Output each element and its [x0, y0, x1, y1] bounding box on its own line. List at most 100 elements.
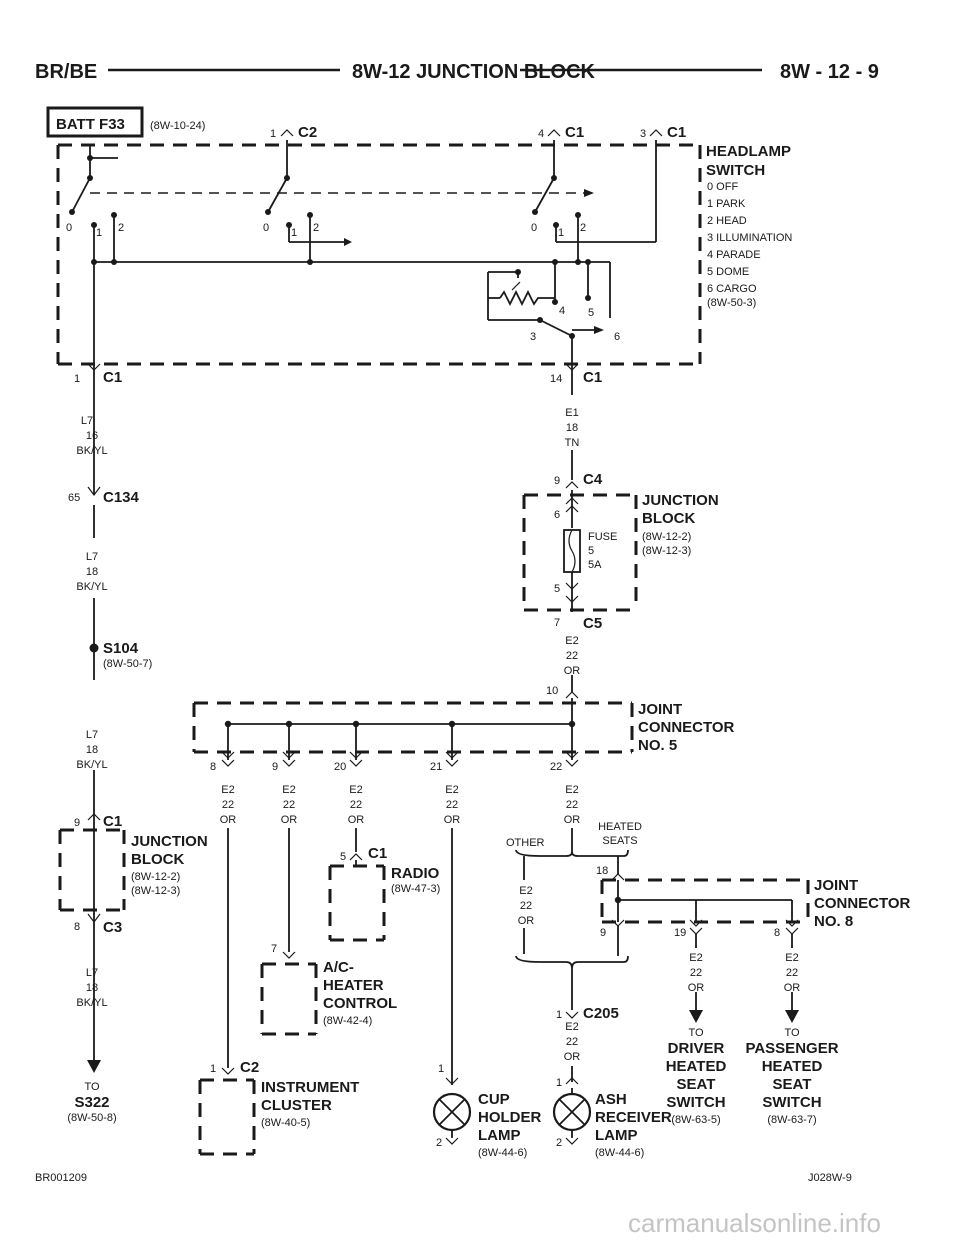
right-wire2-gauge: 22 — [566, 650, 578, 662]
c205-wire-code: E2 — [565, 1021, 578, 1033]
passenger-wire-color: OR — [784, 982, 801, 994]
fuse-pin-bottom: 5 — [554, 583, 560, 595]
watermark: carmanualsonline.info — [628, 1208, 881, 1238]
ash-pin-bottom: 2 — [556, 1137, 562, 1149]
left-wire3-gauge: 18 — [86, 744, 98, 756]
w20-code: E2 — [349, 784, 362, 796]
header-left: BR/BE — [35, 61, 97, 83]
downstream-wires — [221, 828, 573, 1085]
left-c1-pin: 1 — [74, 373, 80, 385]
pos-2: 2 HEAD — [707, 215, 747, 227]
headlamp-ref: (8W-50-3) — [707, 297, 756, 309]
c205-pin: 1 — [556, 1009, 562, 1021]
sw1-pos-1: 1 — [96, 227, 102, 239]
s322-to: TO — [84, 1081, 100, 1093]
fuse-pin-top: 6 — [554, 509, 560, 521]
passenger-wire-gauge: 22 — [786, 967, 798, 979]
passenger-to: TO — [784, 1027, 800, 1039]
w21-code: E2 — [445, 784, 458, 796]
pos-5: 5 DOME — [707, 266, 749, 278]
cluster-conn: C2 — [240, 1059, 259, 1076]
left-jb-ref-2: (8W-12-3) — [131, 885, 180, 897]
right-wire1-color: TN — [565, 437, 580, 449]
rheo-label-5: 5 — [588, 307, 594, 319]
cup-pin-bottom: 2 — [436, 1137, 442, 1149]
jc8-pin-19: 19 — [674, 927, 686, 939]
left-jb-title-2: BLOCK — [131, 851, 184, 868]
cup-title-3: LAMP — [478, 1127, 521, 1144]
w9-code: E2 — [282, 784, 295, 796]
radio-ref: (8W-47-3) — [391, 883, 440, 895]
passenger-title-1: PASSENGER — [745, 1040, 838, 1057]
ash-pin-top: 1 — [556, 1077, 562, 1089]
jb-c1-label: C1 — [103, 813, 122, 830]
cup-title-1: CUP — [478, 1091, 510, 1108]
batt-label: BATT F33 — [56, 116, 125, 133]
driver-wire-code: E2 — [689, 952, 702, 964]
left-wire2-gauge: 18 — [86, 566, 98, 578]
c4-label: C4 — [583, 471, 603, 488]
jb-c1-pin: 9 — [74, 817, 80, 829]
w8-color: OR — [220, 814, 237, 826]
sw3-pos-2: 2 — [580, 222, 586, 234]
right-jb-ref-1: (8W-12-2) — [642, 531, 691, 543]
ash-title-2: RECEIVER — [595, 1109, 672, 1126]
jc8-title-1: JOINT — [814, 877, 858, 894]
left-chain-wires — [87, 363, 101, 1073]
passenger-title-3: SEAT — [773, 1076, 812, 1093]
c2-label: C2 — [298, 124, 317, 141]
radio-conn: C1 — [368, 845, 387, 862]
w22-gauge: 22 — [566, 799, 578, 811]
pos-1: 1 PARK — [707, 198, 746, 210]
rheo-label-3: 3 — [530, 331, 536, 343]
jc5-pin-22: 22 — [550, 761, 562, 773]
driver-title-2: HEATED — [666, 1058, 727, 1075]
driver-to: TO — [688, 1027, 704, 1039]
option-heated-1: HEATED — [598, 821, 642, 833]
left-wire2-color: BK/YL — [76, 581, 107, 593]
c1a-connector-icon — [547, 129, 561, 137]
left-jb-title-1: JUNCTION — [131, 833, 208, 850]
radio-title: RADIO — [391, 865, 440, 882]
batt-box — [46, 106, 144, 138]
footer-left: BR001209 — [35, 1172, 87, 1184]
jc8-in-pin: 18 — [596, 865, 608, 877]
joint-connector-5-box — [192, 701, 634, 754]
jc5-title-3: NO. 5 — [638, 737, 677, 754]
option-other: OTHER — [506, 837, 545, 849]
cup-holder-lamp-icon — [432, 1092, 472, 1145]
passenger-title-4: SWITCH — [762, 1094, 821, 1111]
cup-title-2: HOLDER — [478, 1109, 542, 1126]
passenger-title-2: HEATED — [762, 1058, 823, 1075]
rheo-label-6: 6 — [614, 331, 620, 343]
left-junction-block-box — [58, 828, 126, 912]
right-jb-ref-2: (8W-12-3) — [642, 545, 691, 557]
other-wire-gauge: 22 — [520, 900, 532, 912]
pos-3: 3 ILLUMINATION — [707, 232, 792, 244]
cluster-title-1: INSTRUMENT — [261, 1079, 359, 1096]
c1b-connector-icon — [649, 129, 663, 137]
cup-pin-top: 1 — [438, 1063, 444, 1075]
right-wire2-color: OR — [564, 665, 581, 677]
ac-title-1: A/C- — [323, 959, 354, 976]
jb-c3-label: C3 — [103, 919, 122, 936]
ac-title-2: HEATER — [323, 977, 384, 994]
jc5-pin-21: 21 — [430, 761, 442, 773]
pos-4: 4 PARADE — [707, 249, 761, 261]
pos-6: 6 CARGO — [707, 283, 757, 295]
headlamp-positions: 0 OFF 1 PARK 2 HEAD 3 ILLUMINATION 4 PAR… — [707, 181, 792, 309]
right-c1-pin: 14 — [550, 373, 562, 385]
sw2-pos-1: 1 — [291, 227, 297, 239]
jc8-pin-8: 8 — [774, 927, 780, 939]
s104-label: S104 — [103, 640, 139, 657]
jc8-title-3: NO. 8 — [814, 913, 853, 930]
passenger-ref: (8W-63-7) — [767, 1114, 816, 1126]
w20-gauge: 22 — [350, 799, 362, 811]
left-wire1-gauge: 16 — [86, 430, 98, 442]
c205-wire-gauge: 22 — [566, 1036, 578, 1048]
s104-splice-icon — [89, 643, 99, 653]
driver-ref: (8W-63-5) — [671, 1114, 720, 1126]
pos-0: 0 OFF — [707, 181, 738, 193]
driver-wire-color: OR — [688, 982, 705, 994]
